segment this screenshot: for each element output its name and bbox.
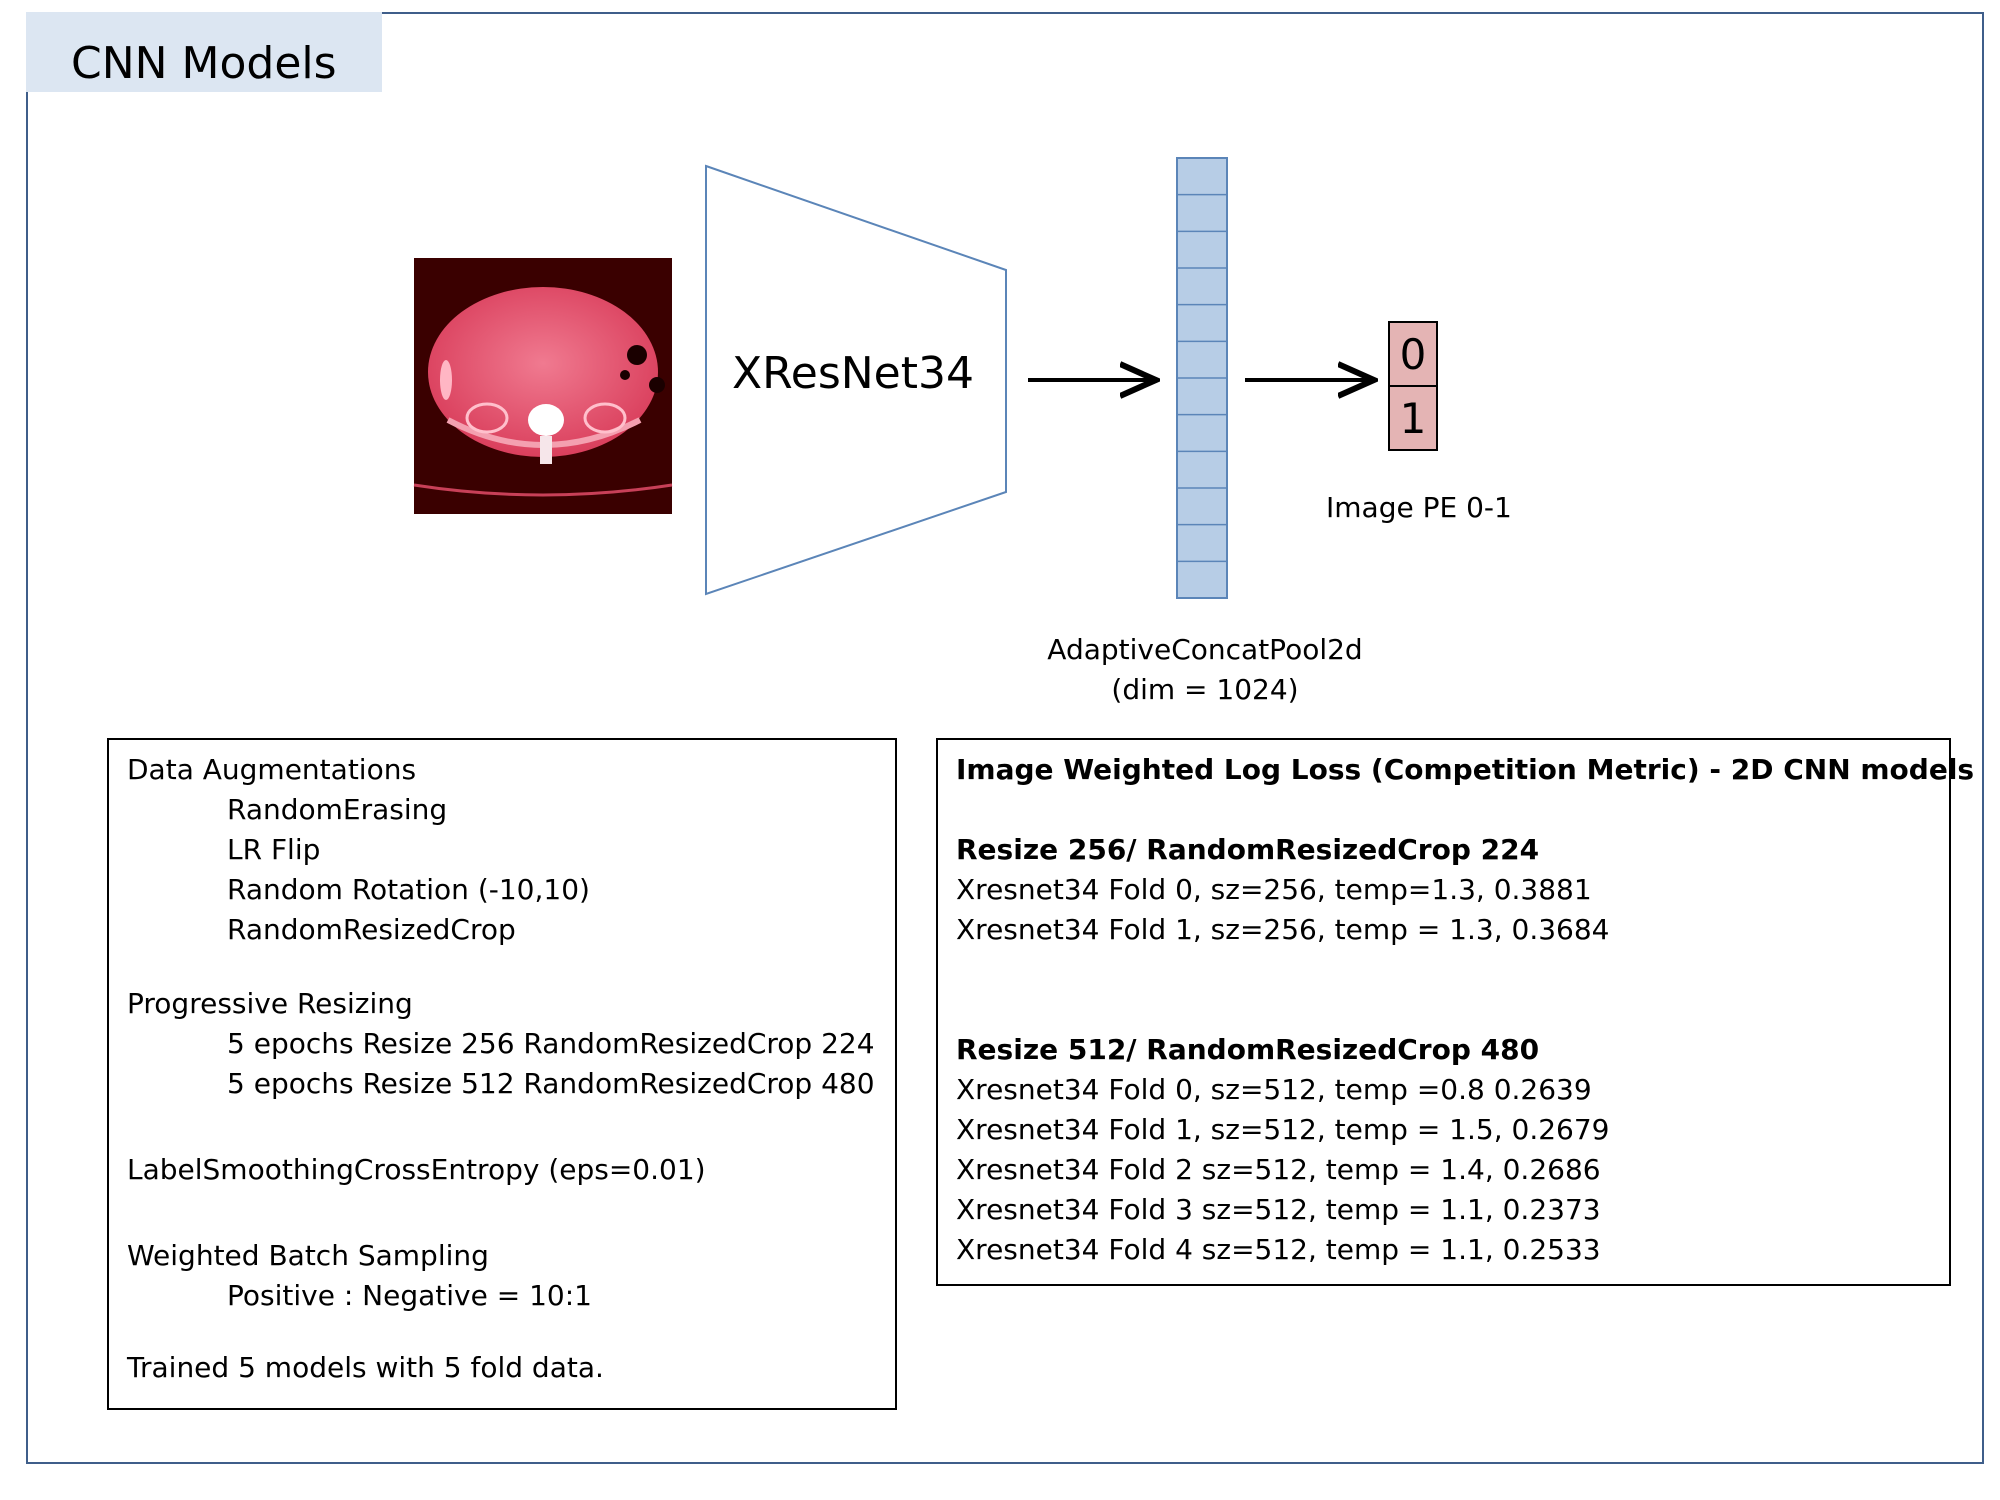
backbone-label: XResNet34 xyxy=(732,348,974,399)
output-cell-label: 1 xyxy=(1400,394,1427,443)
resizing-item: 5 epochs Resize 512 RandomResizedCrop 48… xyxy=(227,1067,875,1100)
output-label: Image PE 0-1 xyxy=(1326,491,1512,524)
training-summary: Trained 5 models with 5 fold data. xyxy=(127,1351,604,1384)
sampling-heading: Weighted Batch Sampling xyxy=(127,1239,489,1272)
group2-heading: Resize 512/ RandomResizedCrop 480 xyxy=(956,1033,1540,1066)
augmentation-item: RandomErasing xyxy=(227,793,448,826)
results-title: Image Weighted Log Loss (Competition Met… xyxy=(956,753,1975,786)
slide-title: CNN Models xyxy=(71,38,337,89)
pool-feature-vector xyxy=(1176,157,1228,599)
results-box: Image Weighted Log Loss (Competition Met… xyxy=(936,738,1974,1286)
resizing-item: 5 epochs Resize 256 RandomResizedCrop 22… xyxy=(227,1027,875,1060)
backbone-block xyxy=(705,164,1007,596)
slide-frame xyxy=(26,12,1984,1464)
resizing-heading: Progressive Resizing xyxy=(127,987,413,1020)
pool-label-line2: (dim = 1024) xyxy=(1111,673,1299,706)
title-tab: CNN Models xyxy=(26,12,382,92)
result-row: Xresnet34 Fold 1, sz=256, temp = 1.3, 0.… xyxy=(956,913,1610,946)
result-row: Xresnet34 Fold 0, sz=512, temp =0.8 0.26… xyxy=(956,1073,1592,1106)
augmentations-heading: Data Augmentations xyxy=(127,753,417,786)
group1-heading: Resize 256/ RandomResizedCrop 224 xyxy=(956,833,1540,866)
result-row: Xresnet34 Fold 3 sz=512, temp = 1.1, 0.2… xyxy=(956,1193,1601,1226)
ct-scan-image xyxy=(413,258,673,514)
output-cell xyxy=(1388,385,1438,451)
augmentation-item: RandomResizedCrop xyxy=(227,913,516,946)
output-cell-label: 0 xyxy=(1400,330,1427,379)
result-row: Xresnet34 Fold 4 sz=512, temp = 1.1, 0.2… xyxy=(956,1233,1601,1266)
augmentations-box: Data Augmentations RandomErasing LR Flip… xyxy=(107,738,897,1410)
output-vector: 01 xyxy=(1388,321,1438,451)
sampling-ratio: Positive : Negative = 10:1 xyxy=(227,1279,592,1312)
result-row: Xresnet34 Fold 1, sz=512, temp = 1.5, 0.… xyxy=(956,1113,1610,1146)
augmentation-item: LR Flip xyxy=(227,833,321,866)
pool-label-line1: AdaptiveConcatPool2d xyxy=(1047,633,1363,666)
loss-text: LabelSmoothingCrossEntropy (eps=0.01) xyxy=(127,1153,706,1186)
result-row: Xresnet34 Fold 0, sz=256, temp=1.3, 0.38… xyxy=(956,873,1592,906)
augmentation-item: Random Rotation (-10,10) xyxy=(227,873,590,906)
result-row: Xresnet34 Fold 2 sz=512, temp = 1.4, 0.2… xyxy=(956,1153,1601,1186)
